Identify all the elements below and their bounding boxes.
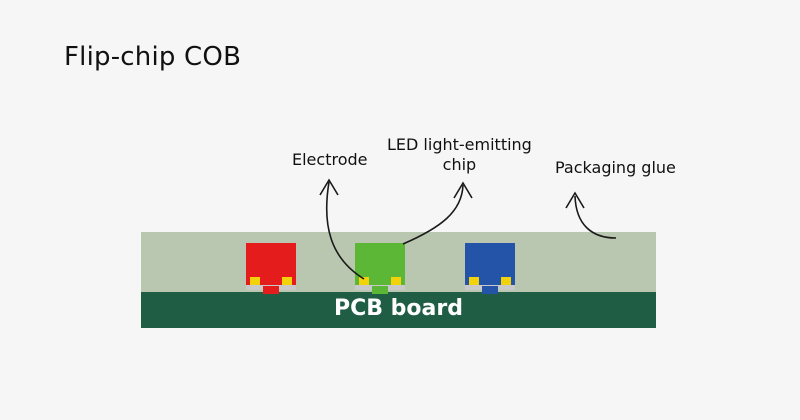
electrode-pointer-arrow <box>325 181 365 280</box>
chip-blue <box>465 243 515 294</box>
page-title: Flip-chip COB <box>64 42 242 72</box>
chip-blue-stem <box>482 286 498 294</box>
chip-red-stem <box>263 286 279 294</box>
arrowhead-icon <box>565 191 585 209</box>
electrode-label: Electrode <box>292 150 368 169</box>
chip-red <box>246 243 296 294</box>
chip-pointer-arrow <box>402 184 464 245</box>
chip-green-stem <box>372 286 388 294</box>
led-chip-label-line2: chip <box>442 155 477 174</box>
electrode-pad <box>469 277 479 285</box>
electrode-pad <box>501 277 511 285</box>
packaging-glue-label: Packaging glue <box>555 158 676 177</box>
led-chip-label: LED light-emitting chip <box>387 135 532 175</box>
led-chip-label-line1: LED light-emitting <box>387 135 532 154</box>
pcb-board <box>141 292 656 328</box>
arrowhead-icon <box>453 181 473 199</box>
electrode-pad <box>391 277 401 285</box>
chip-green <box>355 243 405 294</box>
electrode-pad <box>359 277 369 285</box>
electrode-pad <box>282 277 292 285</box>
pcb-board-label: PCB board <box>333 296 463 321</box>
electrode-pad <box>250 277 260 285</box>
arrowhead-icon <box>319 178 339 196</box>
glue-pointer-arrow <box>574 195 617 239</box>
